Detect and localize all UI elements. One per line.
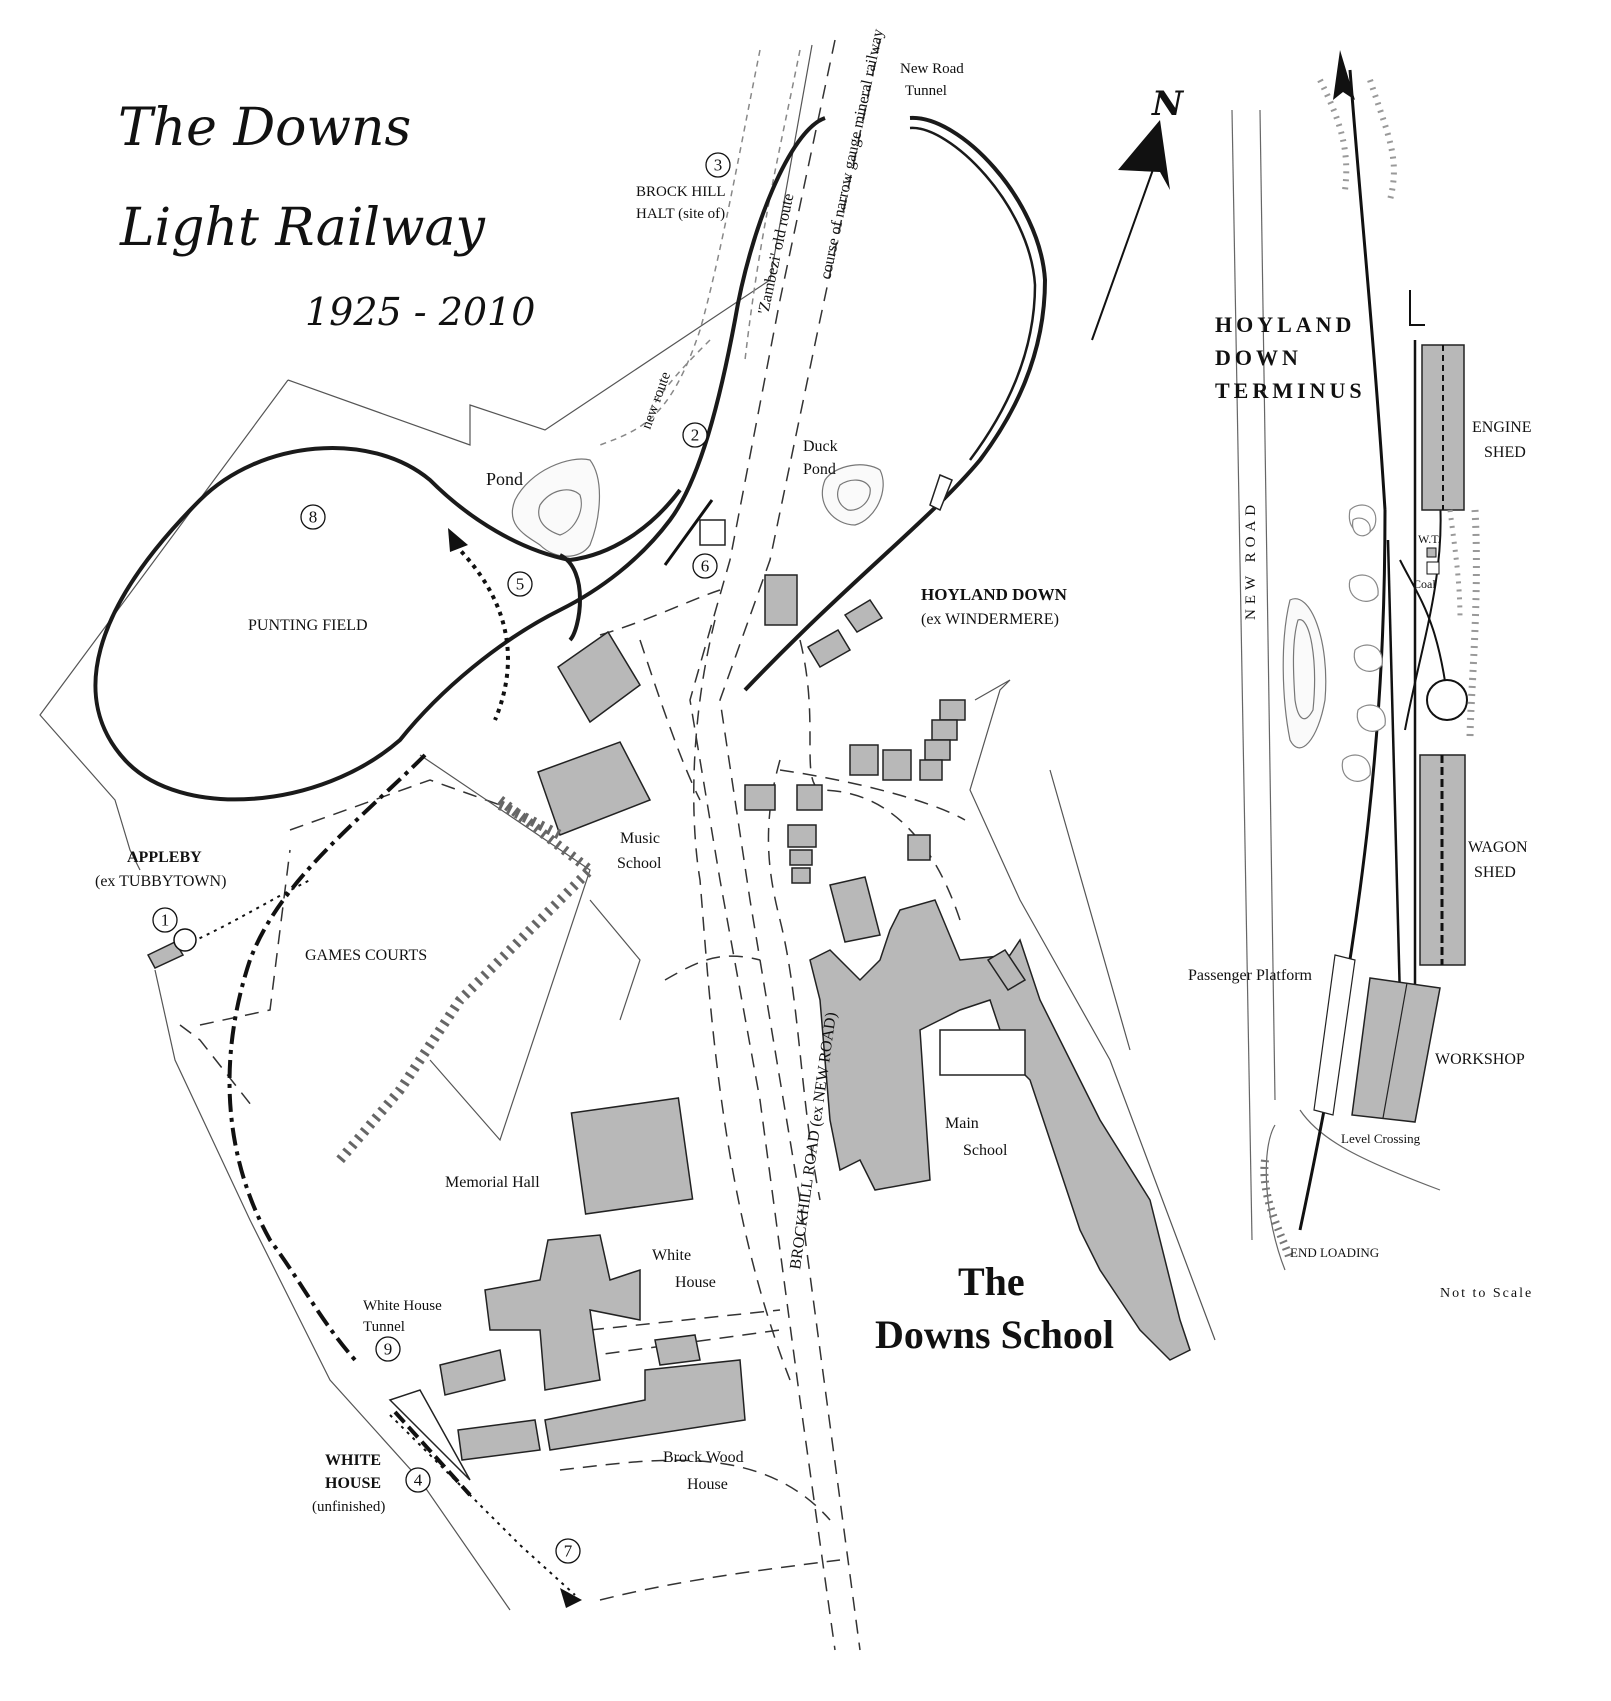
marker-4: 4 — [414, 1471, 423, 1490]
main-school-label-2: School — [963, 1142, 1008, 1159]
marker-8: 8 — [309, 508, 318, 527]
brockhill-road-label: BROCKHILL ROAD (ex NEW ROAD) — [787, 1011, 840, 1270]
school-name-line2: Downs School — [875, 1312, 1114, 1357]
main-school-label-1: Main — [945, 1115, 979, 1132]
zambezi-route-label: 'Zambezi' old route — [755, 192, 797, 316]
end-loading-label: END LOADING — [1290, 1245, 1379, 1260]
level-crossing-label: Level Crossing — [1341, 1131, 1421, 1146]
hoyland-down-sub: (ex WINDERMERE) — [921, 611, 1059, 628]
duck-pond — [821, 464, 884, 526]
duck-pond-label-2: Pond — [803, 461, 836, 478]
engine-shed-label-2: SHED — [1484, 444, 1526, 461]
marker-3: 3 — [714, 156, 723, 175]
buildings — [146, 519, 1191, 1461]
workshop-label: WORKSHOP — [1435, 1051, 1525, 1068]
north-label: N — [1151, 84, 1185, 124]
school-name-line1: The — [958, 1259, 1025, 1304]
white-house-tunnel-label-1: White House — [363, 1298, 442, 1314]
marker-9: 9 — [384, 1340, 393, 1359]
map-years: 1925 - 2010 — [305, 290, 535, 334]
map-title-line1: The Downs — [118, 98, 411, 158]
white-house-station-label-3: (unfinished) — [312, 1499, 385, 1515]
coal-label: Coal — [1413, 577, 1436, 591]
marker-7: 7 — [564, 1542, 573, 1561]
appleby-sub: (ex TUBBYTOWN) — [95, 873, 226, 890]
marker-5: 5 — [516, 575, 525, 594]
marker-2: 2 — [691, 426, 700, 445]
north-arrow-icon — [1091, 120, 1170, 341]
terminus-title-1: HOYLAND — [1215, 312, 1355, 337]
brock-hill-label-2: HALT (site of) — [636, 206, 725, 222]
site-boundaries — [39, 44, 1216, 1611]
punting-field-label: PUNTING FIELD — [248, 617, 368, 634]
brock-wood-house-label-1: Brock Wood — [663, 1449, 744, 1466]
terminus-new-road-label: NEW ROAD — [1243, 500, 1259, 620]
memorial-hall-label: Memorial Hall — [445, 1174, 540, 1191]
wagon-shed-label-1: WAGON — [1468, 839, 1528, 856]
pond — [511, 458, 600, 557]
games-courts-label: GAMES COURTS — [305, 947, 427, 964]
not-to-scale-label: Not to Scale — [1440, 1286, 1533, 1301]
duck-pond-label-1: Duck — [803, 438, 838, 455]
white-house-label-2: House — [675, 1274, 716, 1291]
new-road-tunnel-label-2: Tunnel — [905, 83, 947, 99]
white-house-label-1: White — [652, 1247, 691, 1264]
new-route-label: new route — [639, 370, 675, 432]
games-courts — [336, 754, 641, 1164]
passenger-platform-label: Passenger Platform — [1188, 967, 1313, 984]
music-school-label-2: School — [617, 855, 662, 872]
marker-1: 1 — [161, 911, 170, 930]
numbered-markers: 1 2 3 4 5 6 7 8 9 — [152, 152, 731, 1564]
water-tower-label: W.T. — [1418, 532, 1441, 546]
railway-track — [93, 115, 1048, 802]
planned-routes — [173, 528, 582, 1608]
appleby-label: APPLEBY — [127, 849, 202, 866]
brock-hill-label-1: BROCK HILL — [636, 184, 726, 200]
new-road-tunnel-label-1: New Road — [900, 61, 964, 77]
brock-wood-house-label-2: House — [687, 1476, 728, 1493]
roads — [179, 39, 966, 1651]
engine-shed-label-1: ENGINE — [1472, 419, 1532, 436]
marker-6: 6 — [701, 557, 710, 576]
terminus-title-3: TERMINUS — [1215, 378, 1366, 403]
music-school-label-1: Music — [620, 830, 660, 847]
pond-label: Pond — [486, 469, 523, 489]
hoyland-down-label: HOYLAND DOWN — [921, 585, 1068, 604]
white-house-station-label-1: WHITE — [325, 1452, 381, 1469]
map-title-line2: Light Railway — [119, 198, 485, 258]
terminus-title-2: DOWN — [1215, 345, 1302, 370]
wagon-shed-label-2: SHED — [1474, 864, 1516, 881]
narrow-gauge-label: course of narrow gauge mineral railway — [817, 27, 887, 280]
white-house-station-label-2: HOUSE — [325, 1475, 381, 1492]
terminus-inset — [1231, 50, 1480, 1271]
white-house-tunnel-label-2: Tunnel — [363, 1319, 405, 1335]
